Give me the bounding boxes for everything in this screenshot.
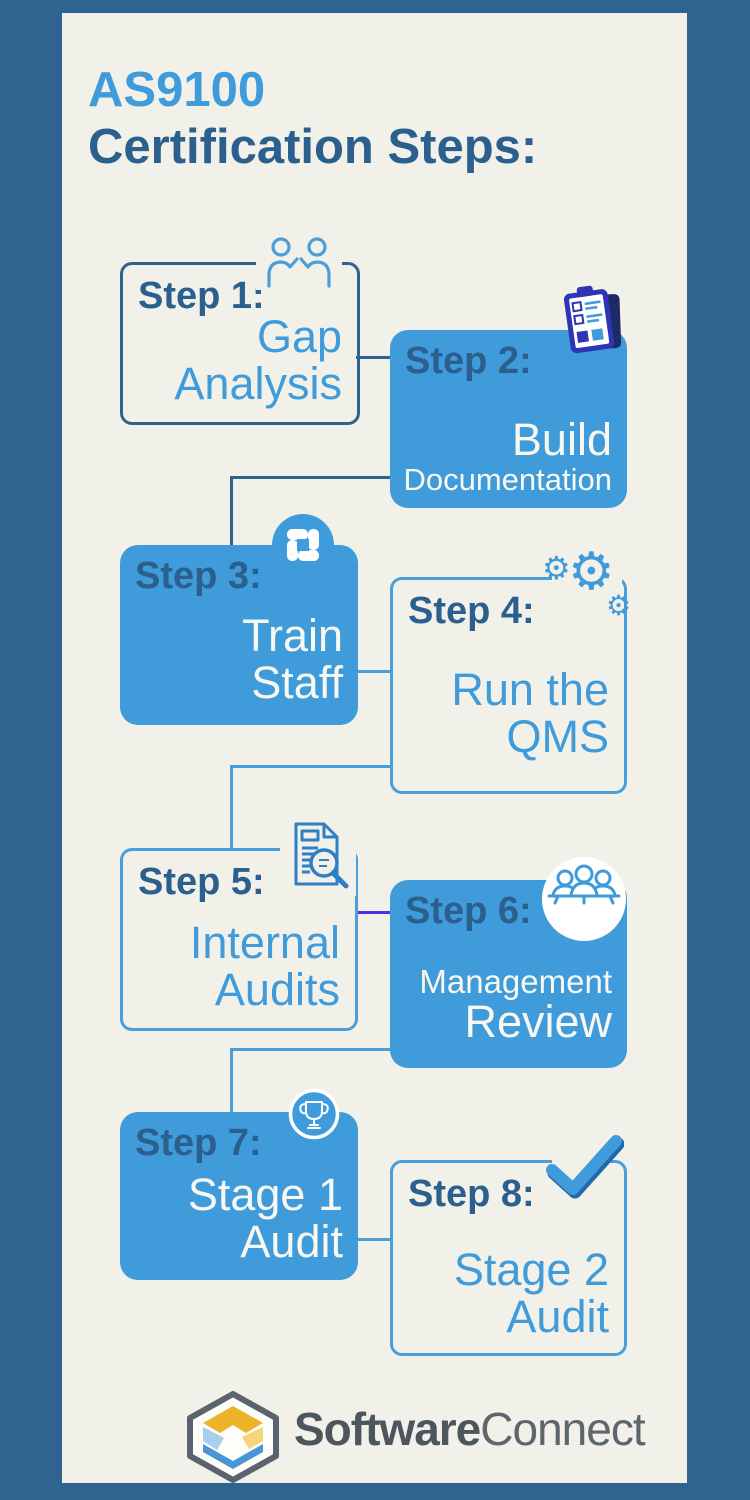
people-highfive-icon xyxy=(256,234,342,290)
teamwork-hands-icon xyxy=(272,514,334,576)
people-highfive-icon-svg xyxy=(267,237,331,288)
brand-name-bold: Software xyxy=(294,1403,481,1455)
step-4-line-2: QMS xyxy=(506,711,609,763)
connector-step7-step8 xyxy=(356,1238,392,1241)
gear-medium-icon: ⚙ xyxy=(606,589,632,622)
step-2-box: Step 2: Build Documentation xyxy=(390,330,627,508)
connector-step6-step7-vertical xyxy=(230,1048,233,1115)
step-1-line-2: Analysis xyxy=(174,358,342,410)
step-6-line-1: Management xyxy=(419,962,612,1000)
software-connect-logo-icon xyxy=(187,1391,279,1483)
connector-step2-step3-horizontal xyxy=(230,476,391,479)
step-7-box: Step 7: Stage 1 Audit xyxy=(120,1112,358,1280)
step-7-line-1: Stage 1 xyxy=(187,1169,343,1221)
step-3-label: Step 3: xyxy=(135,555,262,597)
title-line-1: AS9100 xyxy=(88,63,266,117)
step-3-text: Train Staff xyxy=(242,613,343,707)
step-7-line-2: Audit xyxy=(240,1216,343,1268)
step-8-text: Stage 2 Audit xyxy=(454,1247,609,1341)
connector-step5-step6 xyxy=(356,911,392,914)
step-8-label: Step 8: xyxy=(408,1173,535,1215)
clipboard-checklist-icon xyxy=(563,285,622,354)
connector-step2-step3-vertical xyxy=(230,476,233,548)
step-1-text: Gap Analysis xyxy=(174,314,342,408)
step-2-text: Build Documentation xyxy=(403,413,612,497)
step-3-line-2: Staff xyxy=(251,657,343,709)
step-4-text: Run the QMS xyxy=(451,667,609,761)
step-2-label: Step 2: xyxy=(405,340,532,382)
step-2-line-2: Documentation xyxy=(403,461,612,497)
meeting-people-icon xyxy=(542,857,626,941)
step-6-text: Management Review xyxy=(419,962,612,1048)
step-1-box: Step 1: Gap Analysis xyxy=(120,262,360,425)
trophy-icon xyxy=(288,1088,340,1140)
step-4-label: Step 4: xyxy=(408,590,535,632)
step-8-box: Step 8: Stage 2 Audit xyxy=(390,1160,627,1356)
connector-step4-step5-vertical xyxy=(230,765,233,851)
step-1-label: Step 1: xyxy=(138,275,265,317)
step-3-line-1: Train xyxy=(242,610,343,662)
step-5-box: Step 5: Internal Audits xyxy=(120,848,358,1031)
step-1-line-1: Gap xyxy=(256,311,342,363)
brand-name-light: Connect xyxy=(480,1403,645,1455)
step-4-line-1: Run the xyxy=(451,664,609,716)
page-title: AS9100 Certification Steps: xyxy=(88,62,537,176)
step-8-line-1: Stage 2 xyxy=(453,1244,609,1296)
step-3-box: Step 3: Train Staff xyxy=(120,545,358,725)
step-2-line-1: Build xyxy=(511,413,612,465)
step-6-label: Step 6: xyxy=(405,890,532,932)
gear-large-icon: ⚙ xyxy=(568,542,615,602)
step-6-line-2: Review xyxy=(464,996,612,1048)
connector-step1-step2 xyxy=(356,356,392,359)
step-4-border-gap xyxy=(552,571,622,583)
checkmark-icon xyxy=(546,1135,624,1199)
document-search-icon xyxy=(280,816,356,896)
step-5-label: Step 5: xyxy=(138,861,265,903)
step-8-line-2: Audit xyxy=(506,1291,609,1343)
document-search-icon-svg xyxy=(294,822,349,889)
step-7-label: Step 7: xyxy=(135,1122,262,1164)
gear-small-icon: ⚙ xyxy=(542,549,571,587)
title-line-2: Certification Steps: xyxy=(88,120,538,174)
step-5-line-1: Internal xyxy=(189,917,340,969)
connector-step4-step5-horizontal xyxy=(230,765,391,768)
gears-icon: ⚙ ⚙ ⚙ xyxy=(536,544,640,628)
connector-step6-step7-horizontal xyxy=(230,1048,391,1051)
brand-name: SoftwareConnect xyxy=(294,1402,646,1456)
step-7-text: Stage 1 Audit xyxy=(188,1172,343,1266)
step-5-text: Internal Audits xyxy=(190,920,340,1014)
step-4-box: Step 4: Run the QMS xyxy=(390,577,627,794)
step-5-line-2: Audits xyxy=(214,964,340,1016)
connector-step3-step4 xyxy=(356,670,392,673)
